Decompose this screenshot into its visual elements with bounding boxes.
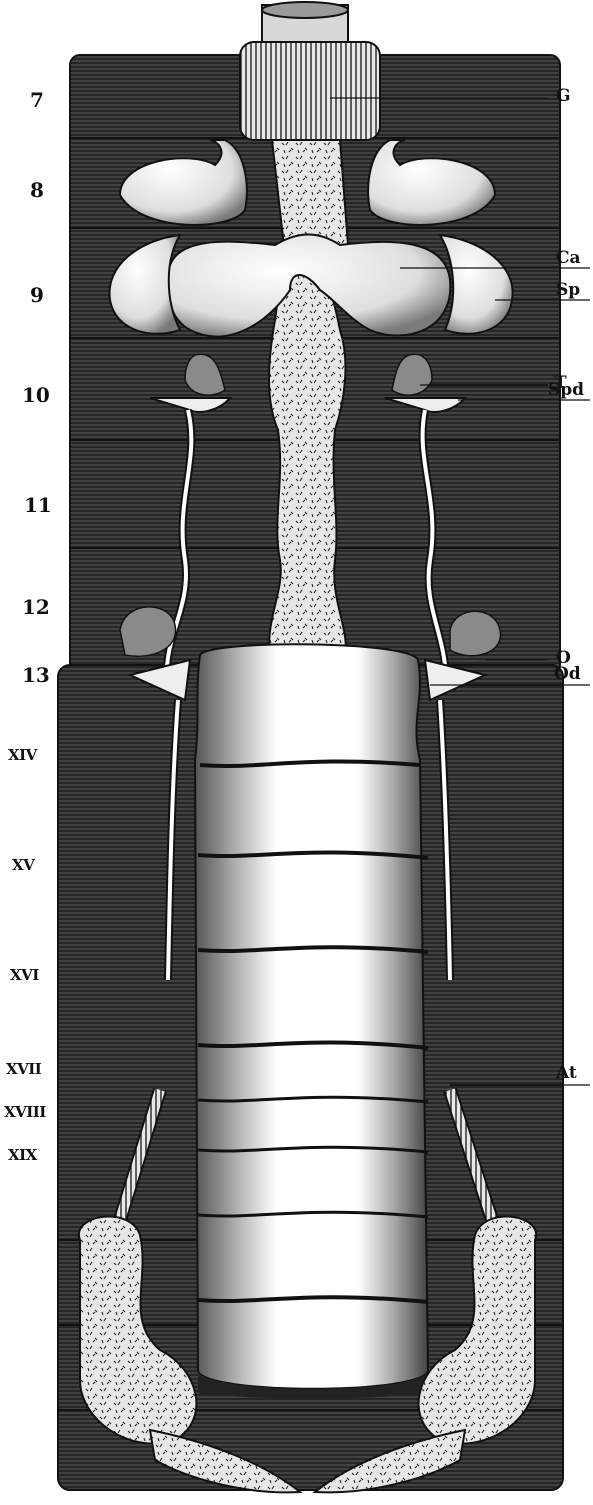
label-ca: Ca <box>556 250 581 267</box>
segment-label-xvii: XVII <box>6 1062 41 1077</box>
gizzard <box>240 42 380 140</box>
crop <box>195 644 428 1398</box>
segment-label-xix: XIX <box>8 1148 37 1163</box>
segment-label-8: 8 <box>30 180 44 200</box>
segment-label-10: 10 <box>22 385 50 405</box>
segment-label-xv: XV <box>12 858 34 873</box>
segment-label-12: 12 <box>22 597 50 617</box>
segment-label-7: 7 <box>30 90 44 110</box>
label-at: At <box>556 1065 577 1082</box>
label-gizzard: G <box>556 88 571 105</box>
segment-label-13: 13 <box>22 665 50 685</box>
label-sp: Sp <box>556 282 580 299</box>
segment-label-9: 9 <box>30 285 44 305</box>
label-oviduct: Od <box>554 666 581 683</box>
segment-label-xviii: XVIII <box>4 1105 46 1120</box>
label-spd: Spd <box>548 382 584 399</box>
segment-label-11: 11 <box>24 495 52 515</box>
segment-label-xvi: XVI <box>10 968 39 983</box>
oesophagus <box>262 2 348 45</box>
segment-label-xiv: XIV <box>8 748 37 763</box>
